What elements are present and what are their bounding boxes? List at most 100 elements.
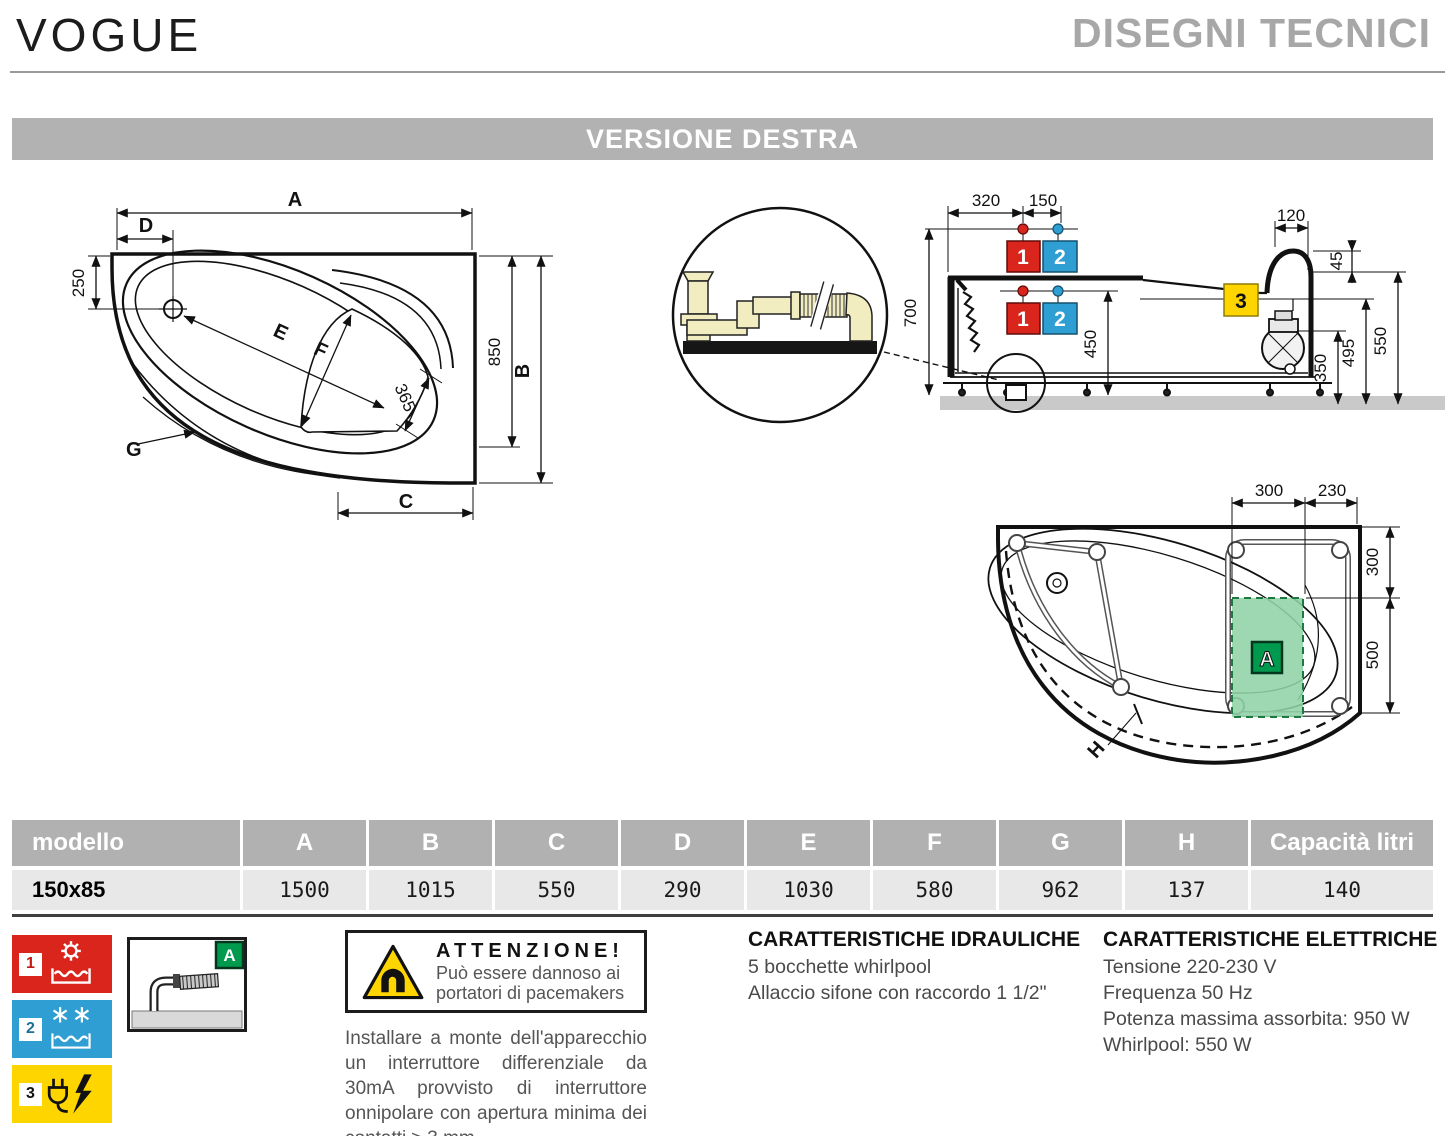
section-title: DISEGNI TECNICI — [1072, 10, 1431, 56]
table-cell-H: 137 — [1125, 870, 1248, 910]
side-dim-495: 495 — [1339, 339, 1358, 367]
table-cell-G: 962 — [999, 870, 1122, 910]
whirlpool-pump — [1261, 299, 1305, 375]
frame-dim-300-top: 300 — [1255, 481, 1283, 500]
faucet-icon — [159, 296, 187, 322]
area-a-badge — [1250, 640, 1284, 675]
plan-dim-850: 850 — [485, 338, 504, 366]
drain-hole — [1046, 572, 1068, 594]
table-header-D: D — [621, 820, 744, 866]
side-dim-350: 350 — [1311, 354, 1330, 382]
frame-label-H: H — [1084, 737, 1110, 762]
table-header-G: G — [999, 820, 1122, 866]
version-banner-label: VERSIONE DESTRA — [585, 123, 860, 154]
technical-drawings: A D 250 850 B C E F 365 G — [69, 189, 1445, 765]
table-header-A: A — [243, 820, 366, 866]
dimension-table: modello A B C D E F G H Capacità litri 1… — [12, 820, 1433, 910]
table-cell-A: 1500 — [243, 870, 366, 910]
plan-dim-250: 250 — [69, 269, 88, 297]
magnet-warning-icon — [362, 944, 424, 999]
electric-line-2: Frequenza 50 Hz — [1103, 981, 1253, 1004]
header-divider — [10, 71, 1445, 73]
frame-dim-300-right: 300 — [1363, 548, 1382, 576]
electric-line-4: Whirlpool: 550 W — [1103, 1033, 1252, 1056]
legend-electric: 3 — [12, 1065, 112, 1123]
legend-2-number: 2 — [19, 1017, 42, 1041]
hydraulic-title: CARATTERISTICHE IDRAULICHE — [748, 928, 1081, 951]
table-header-H: H — [1125, 820, 1248, 866]
side-dim-120: 120 — [1277, 206, 1305, 225]
side-dim-45: 45 — [1327, 252, 1346, 271]
hot-water-badge — [1006, 240, 1041, 273]
pacemaker-warning: ATTENZIONE! Può essere dannoso ai portat… — [345, 930, 647, 1013]
area-a-detail-box: A — [127, 937, 247, 1037]
table-header-F: F — [873, 820, 996, 866]
plan-label-G: G — [126, 439, 142, 461]
electric-line-3: Potenza massima assorbita: 950 W — [1103, 1007, 1410, 1030]
plan-label-D: D — [139, 215, 153, 237]
table-cell-capacita: 140 — [1251, 870, 1433, 910]
cold-water-badge-2 — [1042, 302, 1078, 335]
frame-dim-500: 500 — [1363, 641, 1382, 669]
electric-title: CARATTERISTICHE ELETTRICHE — [1103, 928, 1438, 951]
hydraulic-line-1: 5 bocchette whirlpool — [748, 956, 932, 978]
hydraulic-specs: CARATTERISTICHE IDRAULICHE 5 bocchette w… — [748, 928, 1098, 1007]
table-cell-F: 580 — [873, 870, 996, 910]
side-dim-700: 700 — [901, 299, 920, 327]
table-header-modello: modello — [12, 820, 240, 866]
legend-cold-water: 2 — [12, 1000, 112, 1058]
table-cell-E: 1030 — [747, 870, 870, 910]
badge-3-label: 3 — [1235, 290, 1247, 313]
plan-label-A: A — [288, 189, 302, 211]
table-header-C: C — [495, 820, 618, 866]
cold-water-icon — [51, 1007, 91, 1049]
siphon-callout-circle — [986, 353, 1046, 413]
table-cell-C: 550 — [495, 870, 618, 910]
version-banner: VERSIONE DESTRA — [12, 118, 1433, 160]
install-note: Installare a monte dell'apparecchio un i… — [345, 1028, 647, 1136]
cold-water-badge — [1042, 240, 1078, 273]
shower-hose — [955, 278, 981, 372]
warning-title: ATTENZIONE! — [436, 939, 624, 962]
plan-label-B: B — [512, 364, 534, 378]
side-dim-150: 150 — [1029, 191, 1057, 210]
side-dim-320: 320 — [972, 191, 1000, 210]
electric-badge — [1223, 283, 1259, 317]
plan-view: A D 250 850 B C E F 365 G — [69, 189, 553, 520]
detail-a-badge — [214, 940, 245, 970]
hot-water-icon — [51, 941, 91, 984]
table-bottom-rule — [12, 914, 1433, 917]
side-view: 1 2 1 2 3 — [901, 191, 1445, 413]
hot-water-badge-2 — [1006, 302, 1041, 335]
plan-label-C: C — [399, 491, 413, 513]
frame-view: A 300 230 300 500 H — [987, 481, 1400, 765]
electric-icon — [47, 1074, 92, 1114]
table-header-capacita: Capacità litri — [1251, 820, 1433, 866]
electric-specs: CARATTERISTICHE ELETTRICHE Tensione 220-… — [1103, 928, 1438, 1059]
wall-pipe-icon — [149, 973, 220, 1011]
badge-1-label: 1 — [1017, 246, 1029, 269]
connection-markers: 1 2 1 2 3 — [948, 223, 1348, 335]
legend-3-number: 3 — [19, 1082, 42, 1106]
page-title: VOGUE — [16, 9, 203, 61]
badge-1-label-2: 1 — [1017, 308, 1029, 331]
table-header-B: B — [369, 820, 492, 866]
electric-line-1: Tensione 220-230 V — [1103, 956, 1277, 978]
warning-line-2: portatori di pacemakers — [436, 983, 625, 1003]
table-cell-B: 1015 — [369, 870, 492, 910]
area-a-label: A — [1259, 648, 1274, 671]
table-cell-model: 150x85 — [12, 870, 240, 910]
badge-2-label-2: 2 — [1054, 308, 1066, 331]
warning-line-1: Può essere dannoso ai — [436, 962, 621, 983]
table-header-E: E — [747, 820, 870, 866]
frame-dim-230: 230 — [1318, 481, 1346, 500]
floor — [940, 396, 1445, 410]
legend-1-number: 1 — [19, 952, 42, 976]
legend-hot-water: 1 — [12, 935, 112, 993]
connection-legend: 1 2 3 — [12, 935, 112, 1130]
side-dim-450: 450 — [1081, 330, 1100, 358]
side-dim-550: 550 — [1371, 327, 1390, 355]
siphon-detail — [671, 206, 1000, 424]
table-cell-D: 290 — [621, 870, 744, 910]
